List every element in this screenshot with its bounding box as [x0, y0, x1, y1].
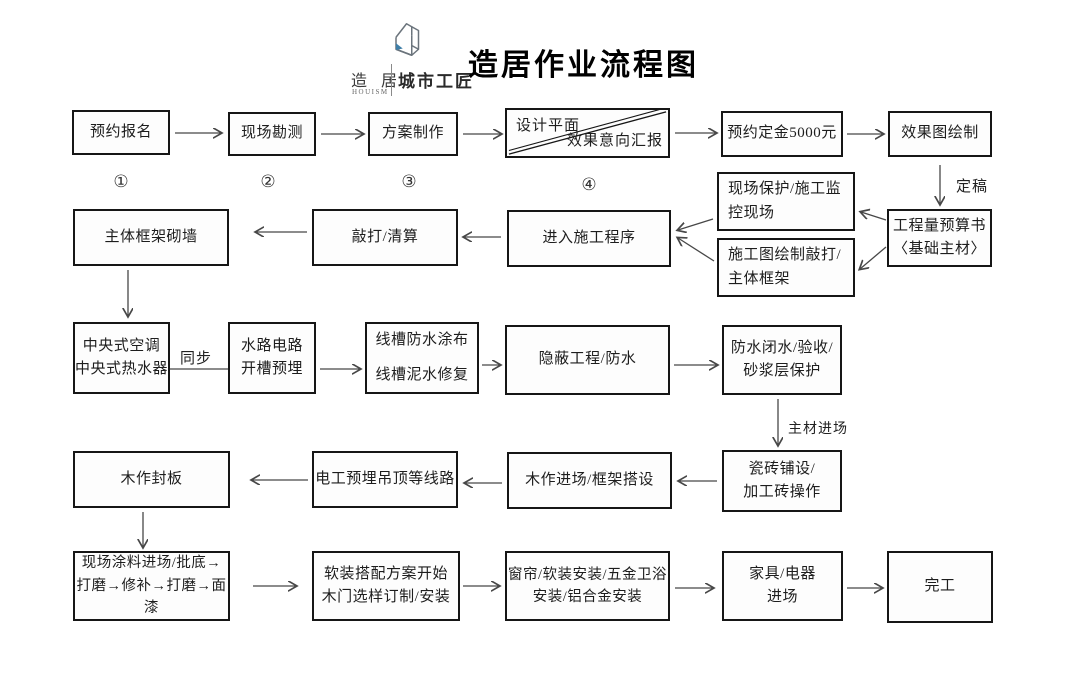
node-plumbing-electrical: 水路电路 开槽预埋 [228, 322, 316, 394]
node-construction-start: 进入施工程序 [507, 210, 671, 267]
node-carpentry-entry: 木作进场/框架搭设 [507, 452, 672, 509]
node-registration: 预约报名 [72, 110, 170, 155]
node-concealed-works: 隐蔽工程/防水 [505, 325, 670, 395]
logo-accent-triangle [396, 43, 403, 50]
node-central-ac: 中央式空调 中央式热水器 [73, 322, 170, 394]
node-construction-drawing: 施工图绘制敲打/ 主体框架 [717, 238, 855, 297]
node-rendering: 效果图绘制 [888, 111, 992, 157]
node-site-survey: 现场勘测 [228, 112, 316, 156]
house-icon [395, 23, 420, 56]
node-site-protection: 现场保护/施工监 控现场 [717, 172, 855, 231]
node-carpentry-sealing: 木作封板 [73, 451, 230, 508]
node-design-review: 设计平面 效果意向汇报 [505, 108, 670, 158]
node-furniture-entry: 家具/电器 进场 [722, 551, 843, 621]
effect-intent-label: 效果意向汇报 [566, 132, 663, 149]
edge-label-sync: 同步 [180, 351, 213, 367]
node-demolition-clearing: 敲打/清算 [312, 209, 458, 266]
node-electrician-ceiling: 电工预埋吊顶等线路 [312, 451, 458, 508]
node-completion: 完工 [887, 551, 993, 623]
node-plan-design: 方案制作 [368, 112, 458, 156]
logo-divider [391, 64, 392, 96]
node-conduit-waterproof: 线槽防水涂布 线槽泥水修复 [365, 322, 479, 394]
edge-label-final-draft: 定稿 [956, 179, 989, 195]
node-curtain-hardware-install: 窗帘/软装安装/五金卫浴 安装/铝合金安装 [505, 551, 670, 621]
edge-label-materials-enter: 主材进场 [788, 422, 848, 437]
step-number-3: ③ [401, 172, 417, 191]
node-deposit: 预约定金5000元 [721, 111, 843, 157]
node-soft-furnishing-plan: 软装搭配方案开始 木门选样订制/安装 [312, 551, 460, 621]
step-number-4: ④ [581, 175, 597, 194]
node-waterproof-acceptance: 防水闭水/验收/ 砂浆层保护 [722, 325, 842, 395]
design-plan-label: 设计平面 [516, 118, 581, 134]
step-number-2: ② [260, 172, 276, 191]
logo-name-en: HOUISM [352, 88, 389, 96]
logo-name-cn: 造 居 [351, 73, 403, 90]
node-tile-laying: 瓷砖铺设/ 加工砖操作 [722, 450, 842, 512]
page-title: 造居作业流程图 [468, 49, 699, 82]
node-paint-entry: 现场涂料进场/批底→ 打磨→修补→打磨→面 漆 [73, 551, 230, 621]
diagonal-divider [508, 110, 667, 155]
node-budget-book: 工程量预算书 〈基础主材〉 [887, 209, 992, 267]
step-number-1: ① [113, 172, 129, 191]
node-frame-masonry: 主体框架砌墙 [73, 209, 229, 266]
logo-tagline: 城市工匠 [398, 72, 474, 91]
company-logo: 造 居 HOUISM 城市工匠 [345, 14, 475, 96]
